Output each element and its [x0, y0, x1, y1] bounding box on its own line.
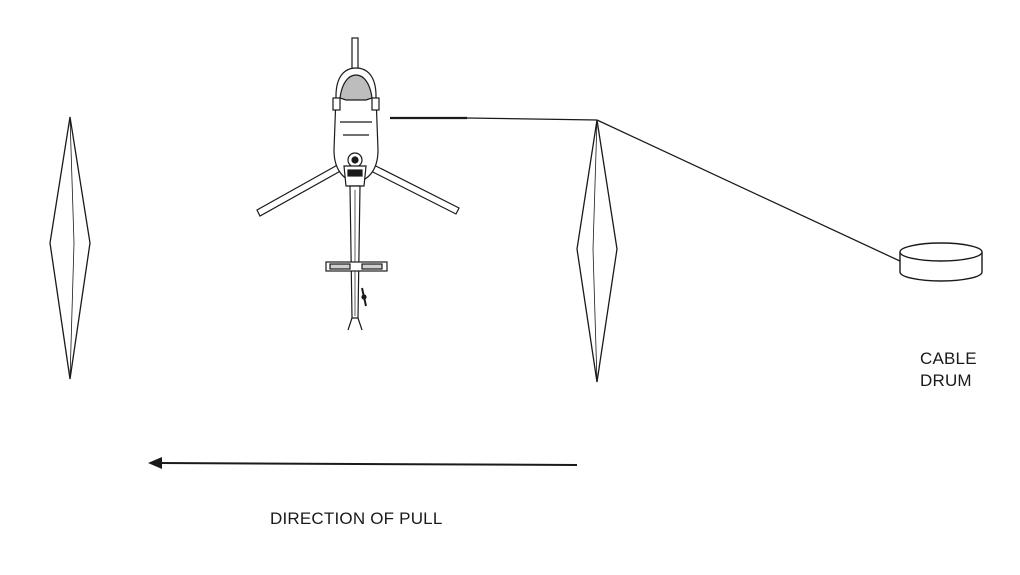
- pull-cable: [390, 116, 903, 263]
- left-tower: [49, 116, 91, 380]
- direction-arrow: [148, 457, 578, 469]
- right-tower: [576, 119, 618, 383]
- helicopter: [256, 37, 460, 331]
- cable-drum: [899, 242, 983, 282]
- stabilizer: [325, 261, 388, 272]
- cable-drum-label-line2: DRUM: [920, 371, 972, 390]
- direction-of-pull-label: DIRECTION OF PULL: [270, 509, 443, 528]
- cable-drum-label: CABLE DRUM: [920, 348, 977, 392]
- cable-drum-label-line1: CABLE: [920, 349, 977, 368]
